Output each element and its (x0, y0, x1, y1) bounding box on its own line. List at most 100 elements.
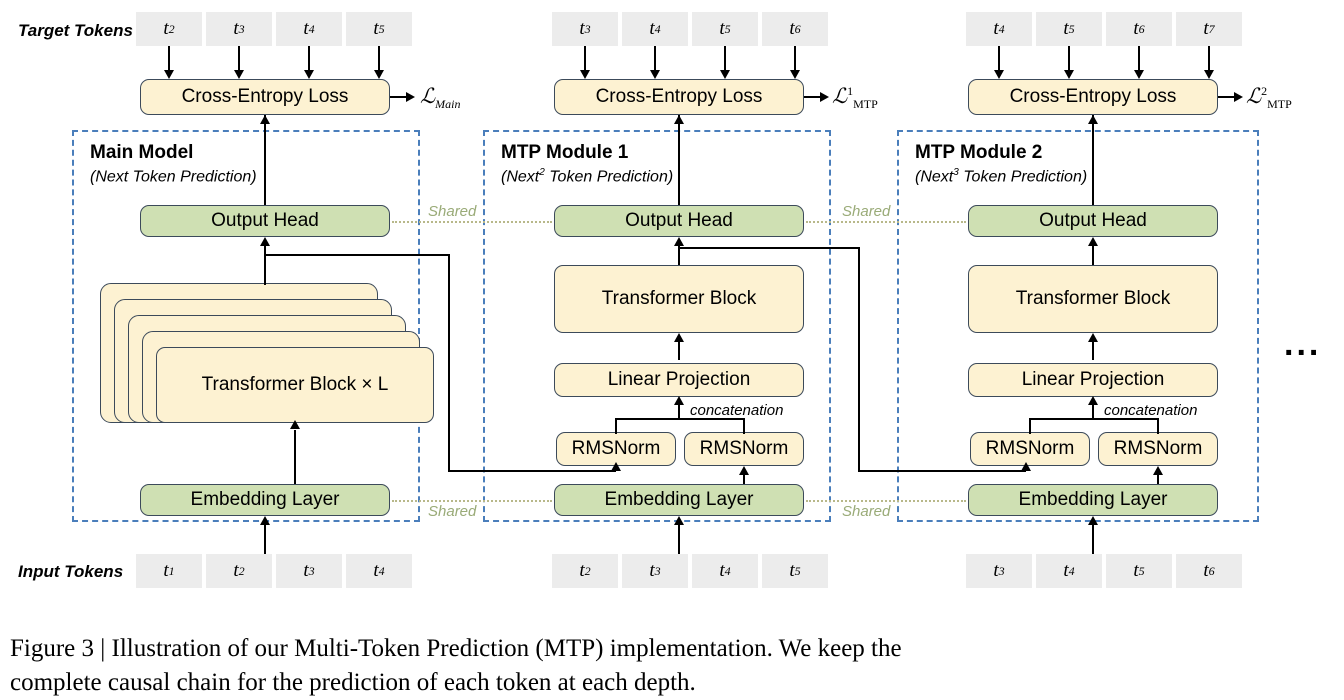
arrowhead-embedding-mtp2 (1088, 516, 1098, 525)
trunk-lp-to-tb-mtp1 (678, 338, 680, 360)
token-base: t (373, 18, 379, 39)
caption-line-2: complete causal chain for the prediction… (10, 668, 696, 696)
arrow-target-t5-mtp2 (1068, 46, 1070, 72)
arrowhead-stack-main (290, 420, 300, 429)
rmsnorm-left-mtp1[interactable]: RMSNorm (556, 432, 676, 466)
transformer-block-mtp2[interactable]: Transformer Block (968, 265, 1218, 333)
loss-arrowhead-mtp2 (1234, 92, 1243, 102)
output-head-mtp1[interactable]: Output Head (554, 205, 804, 237)
linear-projection-mtp2[interactable]: Linear Projection (968, 363, 1218, 397)
arrow-target-t5-mtp1 (724, 46, 726, 72)
embedding-layer-mtp2[interactable]: Embedding Layer (968, 484, 1218, 516)
trunk-outputhead-to-ce-main (264, 115, 266, 205)
token-base: t (719, 560, 725, 581)
trunk-lp-to-tb-mtp2 (1092, 338, 1094, 360)
module-frame-mtp1 (483, 130, 831, 522)
arrow-target-t5-main (378, 46, 380, 72)
token-base: t (233, 18, 239, 39)
arrowhead-target-t5-mtp1 (720, 70, 730, 79)
token-subscript: 4 (724, 563, 731, 578)
rmsnorm-left-mtp2[interactable]: RMSNorm (970, 432, 1090, 466)
loss-arrow-main (390, 96, 408, 98)
arrow-target-t4-main (308, 46, 310, 72)
token-subscript: 2 (238, 563, 245, 578)
cross-connector-h-top-main-to-mtp1 (264, 254, 450, 256)
linear-projection-mtp1[interactable]: Linear Projection (554, 363, 804, 397)
caption-line-1: Figure 3 | Illustration of our Multi-Tok… (10, 635, 902, 662)
embedding-layer-mtp1[interactable]: Embedding Layer (554, 484, 804, 516)
loss-sup-mtp2: 2 (1261, 84, 1268, 98)
subtitle-post-mtp1: Token Prediction) (544, 168, 674, 186)
shared-dotline-embedding-2 (806, 500, 966, 502)
loss-arrowhead-mtp1 (820, 92, 829, 102)
token-subscript: 3 (308, 563, 315, 578)
token-base: t (1133, 560, 1139, 581)
concat-bracket-mtp2 (1030, 418, 1158, 420)
output-head-main[interactable]: Output Head (140, 205, 390, 237)
shared-label-embedding-1: Shared (428, 503, 477, 520)
figure-caption: Figure 3 | Illustration of our Multi-Tok… (10, 632, 1340, 700)
module-title-main: Main Model (90, 142, 194, 163)
subtitle-sup-mtp1: 2 (539, 167, 545, 178)
cross-connector-h-top-mtp1-to-mtp2 (678, 247, 860, 249)
token-subscript: 4 (308, 21, 315, 36)
token-subscript: 4 (378, 563, 385, 578)
module-subtitle-main: (Next Token Prediction) (90, 167, 257, 186)
shared-dotline-embedding-1 (392, 500, 552, 502)
cross-connector-h-bottom-mtp1-to-mtp2 (858, 470, 1026, 472)
token-base: t (163, 560, 169, 581)
token-base: t (373, 560, 379, 581)
embedding-layer-main[interactable]: Embedding Layer (140, 484, 390, 516)
token-subscript: 2 (584, 563, 591, 578)
concat-stem-mtp1 (678, 400, 680, 420)
transformer-block-mtp1[interactable]: Transformer Block (554, 265, 804, 333)
shared-dotline-outputhead-1 (392, 221, 552, 223)
token-base: t (649, 18, 655, 39)
arrow-target-t4-mtp2 (998, 46, 1000, 72)
cross-entropy-loss-main[interactable]: Cross-Entropy Loss (140, 79, 390, 115)
module-title-mtp2: MTP Module 2 (915, 142, 1043, 163)
token-base: t (1063, 18, 1069, 39)
token-subscript: 5 (1068, 21, 1075, 36)
token-base: t (1063, 560, 1069, 581)
arrow-target-t6-mtp1 (794, 46, 796, 72)
arrowhead-embedding-main (260, 516, 270, 525)
cross-entropy-loss-mtp1[interactable]: Cross-Entropy Loss (554, 79, 804, 115)
loss-label-main: ℒMain (420, 84, 460, 112)
token-base: t (993, 560, 999, 581)
shared-label-outputhead-1: Shared (428, 203, 477, 220)
trunk-tb-to-outputhead-mtp2 (1092, 241, 1094, 265)
rmsnorm-right-mtp1[interactable]: RMSNorm (684, 432, 804, 466)
output-head-mtp2[interactable]: Output Head (968, 205, 1218, 237)
rmsnorm-right-mtp2[interactable]: RMSNorm (1098, 432, 1218, 466)
token-subscript: 6 (1208, 563, 1215, 578)
transformer-block-xl-main[interactable]: Transformer Block × L (156, 347, 434, 423)
arrowhead-rmsnorm-left-mtp2 (1021, 462, 1031, 471)
arrowhead-ce-main (260, 115, 270, 124)
arrowhead-target-t6-mtp1 (790, 70, 800, 79)
subtitle-post-main: Token Prediction) (128, 168, 257, 186)
embed-to-rmsnorm-right-mtp1 (743, 472, 745, 490)
cross-entropy-loss-mtp2[interactable]: Cross-Entropy Loss (968, 79, 1218, 115)
arrowhead-target-t3-main (234, 70, 244, 79)
arrowhead-ce-mtp1 (674, 115, 684, 124)
arrow-input-to-embedding-mtp1 (678, 522, 680, 554)
concatenation-label-mtp2: concatenation (1104, 402, 1198, 419)
module-frame-main (72, 130, 420, 522)
token-base: t (1203, 18, 1209, 39)
token-base: t (649, 560, 655, 581)
loss-sub-main: Main (435, 97, 461, 112)
